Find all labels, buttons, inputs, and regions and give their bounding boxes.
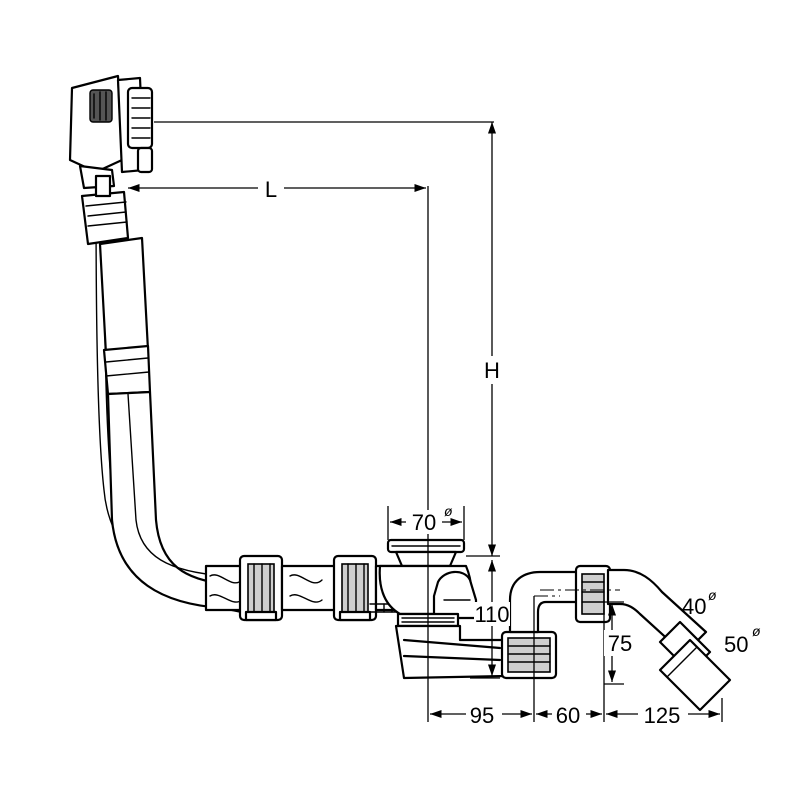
dim-length-label: L [265, 177, 277, 202]
dim-outlet-diameter-2-label: 50 [724, 632, 748, 657]
dim-trap-height-label: 110 [474, 602, 509, 627]
dim-outlet-diameter-1-label: 40 [682, 594, 706, 619]
dim-drain-diameter-label: 70 [412, 510, 436, 535]
dim-outlet-height-label: 75 [608, 631, 632, 656]
dim-outlet-diameter-1-symbol: ø [708, 587, 717, 603]
outlet-bend [574, 564, 732, 712]
dimension-labels: L H 70 ø 110 75 95 60 125 40 ø 50 ø [258, 176, 761, 728]
dim-height-label: H [484, 358, 500, 383]
dim-outlet-diameter-2-symbol: ø [752, 623, 761, 639]
overflow-head [68, 74, 154, 190]
drain-trap-body [378, 538, 582, 680]
dim-offset-3-label: 125 [644, 703, 681, 728]
dim-offset-1-label: 95 [470, 703, 494, 728]
dim-drain-diameter-symbol: ø [444, 503, 453, 519]
dim-offset-2-label: 60 [556, 703, 580, 728]
overflow-pipe [80, 174, 238, 610]
